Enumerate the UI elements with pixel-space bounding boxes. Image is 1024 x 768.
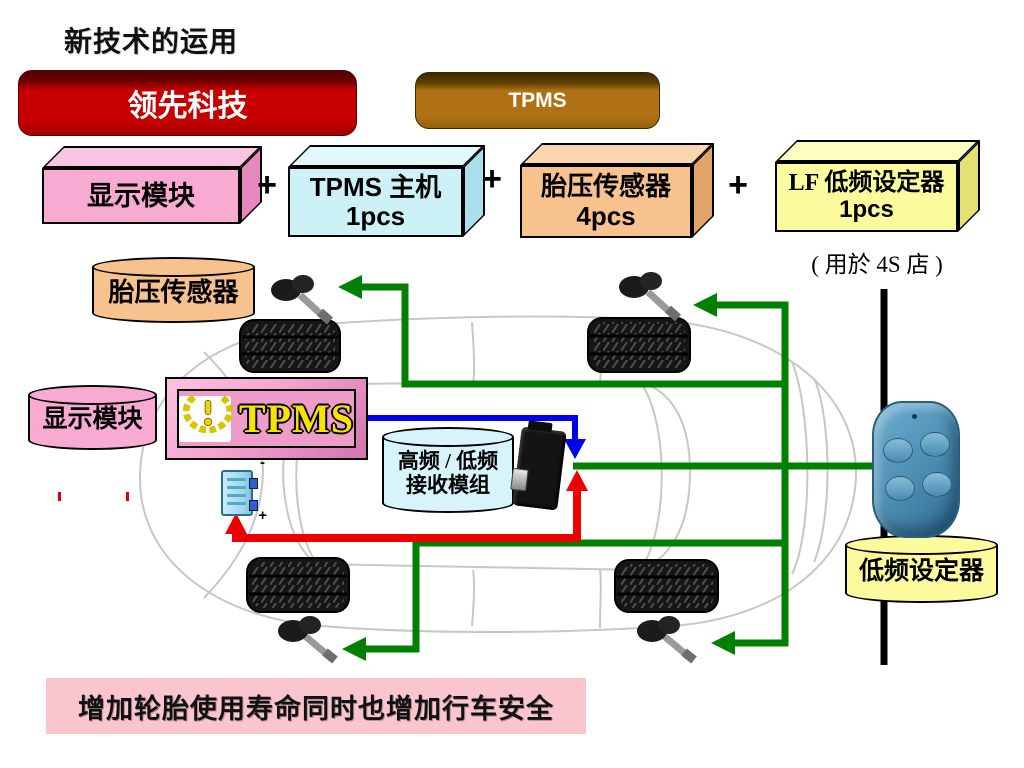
red-tick-mark — [126, 492, 129, 501]
receiver-cylinder-line2: 接收模组 — [406, 473, 490, 497]
leading-tech-banner: 领先科技 — [18, 70, 357, 136]
box-top-face — [520, 143, 714, 165]
tpms-sensor-icon-rear-left — [278, 616, 338, 664]
red-arrow — [225, 470, 588, 542]
footer-message-box: 增加轮胎使用寿命同时也增加行车安全 — [46, 678, 586, 734]
box-top-face — [775, 140, 980, 162]
box-top-face — [42, 146, 262, 168]
lf-setter-qty: 1pcs — [839, 196, 894, 223]
tpms-display-panel: TPMS — [177, 389, 356, 448]
tpms-sensor-icon-rear-right — [637, 616, 697, 664]
cylinder-body — [382, 437, 514, 503]
tpms-sensor-icon-front-right — [619, 272, 682, 322]
receiver-connector — [510, 467, 529, 492]
display-module-cylinder-label: 显示模块 — [42, 406, 143, 434]
remote-button — [922, 472, 952, 497]
tpms-banner-label: TPMS — [508, 88, 567, 112]
battery-terminal — [249, 478, 258, 489]
display-module-cylinder: 显示模块 — [28, 385, 157, 450]
tpms-host-qty: 1pcs — [345, 201, 406, 231]
tire-front-right — [587, 317, 691, 373]
lf-setter-box: LF 低频设定器 1pcs — [775, 140, 980, 232]
tpms-host-box: TPMS 主机 1pcs — [288, 145, 485, 237]
cylinder-lid — [28, 385, 157, 405]
plus-sign: + — [257, 166, 277, 204]
tire-sensor-qty: 4pcs — [576, 200, 636, 231]
tires — [239, 317, 719, 613]
battery-icon: - + — [221, 454, 267, 524]
footer-message: 增加轮胎使用寿命同时也增加行车安全 — [78, 693, 554, 724]
tire-front-left — [239, 319, 341, 373]
receiver-module-photo — [510, 420, 567, 511]
cylinder-lid — [382, 427, 514, 447]
cylinder-lid — [92, 257, 255, 277]
display-module-box: 显示模块 — [42, 146, 262, 224]
lf-setter-cylinder: 低频设定器 — [845, 535, 998, 603]
lf-setter-cylinder-label: 低频设定器 — [858, 557, 984, 585]
tire-sensor-cylinder: 胎压传感器 — [92, 257, 255, 323]
tire-sensor-label: 胎压传感器 — [540, 172, 671, 202]
lf-remote-control — [872, 401, 960, 538]
plus-sign: + — [728, 166, 748, 204]
tpms-warning-icon — [179, 394, 234, 442]
tpms-host-label: TPMS 主机 — [309, 171, 442, 202]
display-module-label: 显示模块 — [87, 180, 195, 211]
tpms-display-label: TPMS — [238, 396, 354, 441]
box-top-face — [288, 145, 485, 167]
receiver-notch — [527, 420, 553, 433]
tpms-sensor-icons — [271, 272, 697, 664]
tpms-display-unit: TPMS — [165, 377, 368, 460]
battery-plus-sign: + — [258, 507, 267, 524]
tire-sensor-cylinder-label: 胎压传感器 — [108, 278, 239, 308]
remote-led — [912, 414, 917, 419]
receiver-cylinder-line1: 高频 / 低频 — [397, 448, 499, 473]
remote-button — [883, 438, 913, 463]
leading-tech-label: 领先科技 — [127, 90, 248, 123]
plus-sign: + — [482, 160, 502, 198]
green-signal-arrows — [360, 283, 877, 653]
remote-button — [885, 476, 915, 501]
slide-title: 新技术的运用 — [64, 26, 239, 57]
red-tick-mark — [58, 492, 61, 501]
blue-arrow — [368, 415, 586, 459]
tpms-banner: TPMS — [415, 72, 660, 129]
battery-terminal — [249, 500, 258, 511]
lf-setter-note: ( 用於 4S 店 ) — [811, 252, 943, 277]
tpms-sensor-icon-front-left — [271, 275, 334, 325]
tire-rear-right — [614, 559, 719, 613]
lf-setter-label: LF 低频设定器 — [788, 170, 945, 197]
remote-button — [920, 432, 950, 457]
battery-minus-sign: - — [260, 454, 265, 471]
tire-sensor-box: 胎压传感器 4pcs — [520, 143, 714, 238]
tire-rear-left — [246, 557, 350, 613]
receiver-module-cylinder: 高频 / 低频 接收模组 — [382, 427, 514, 513]
green-arrowheads — [338, 275, 735, 661]
